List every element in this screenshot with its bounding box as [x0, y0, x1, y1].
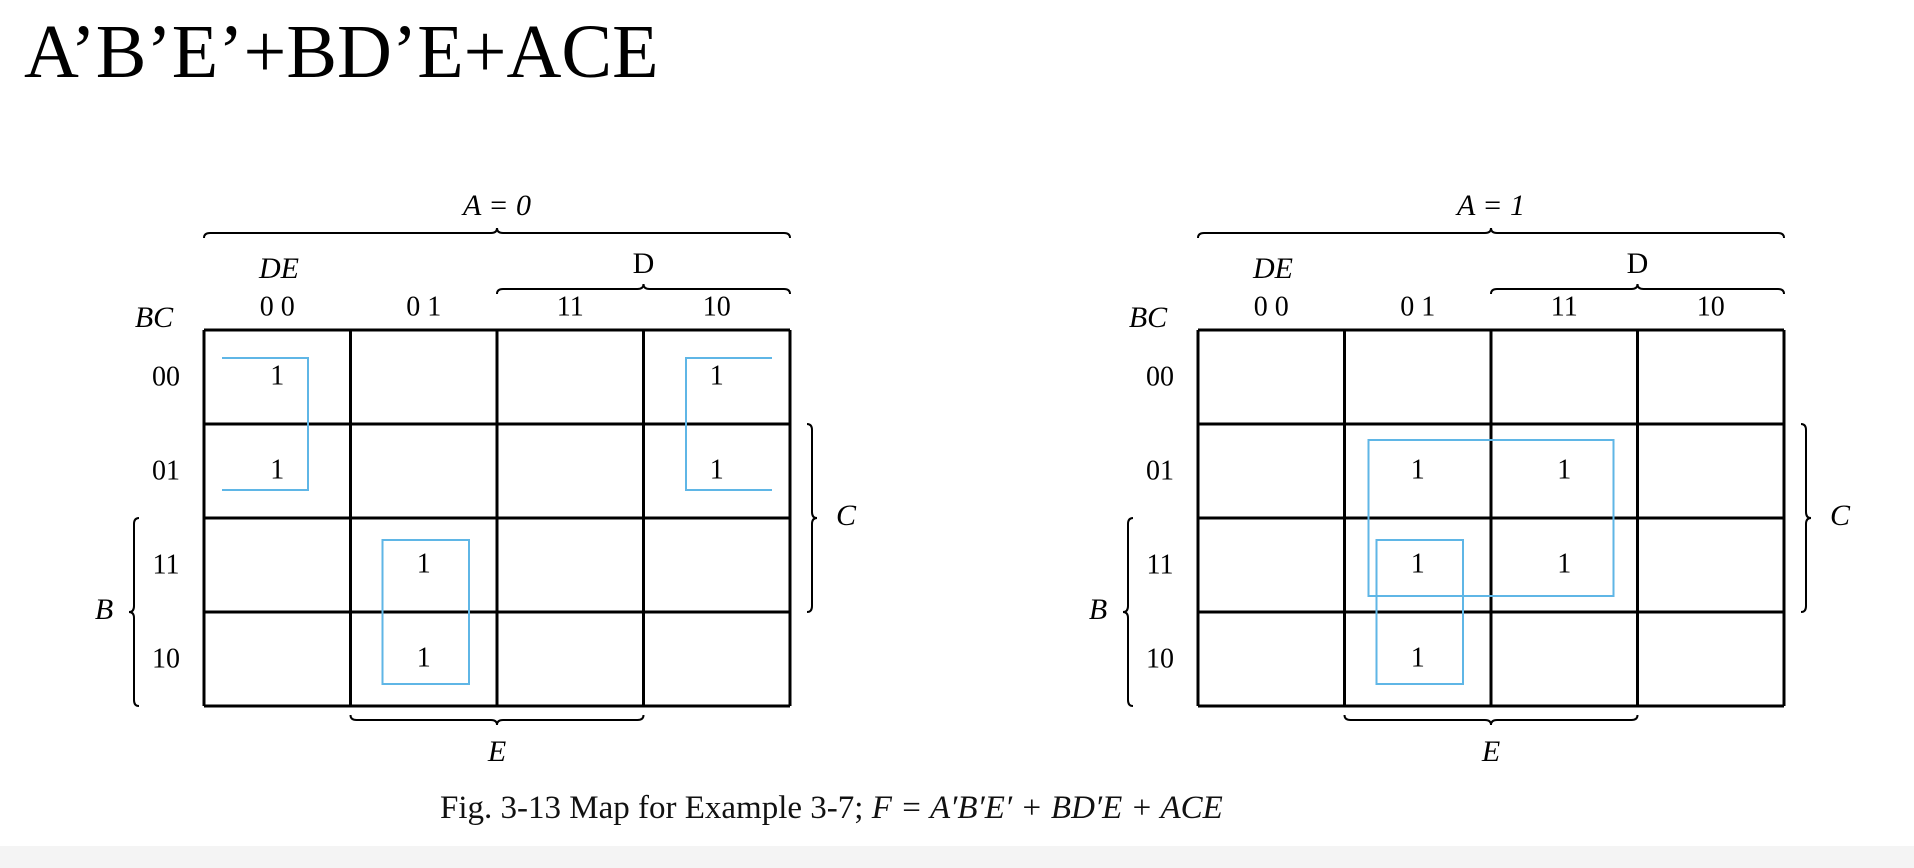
row-header-bc: BC	[135, 301, 174, 334]
map-title: A = 1	[1455, 189, 1525, 222]
group-loop	[1375, 539, 1464, 685]
page-title: A’B’E’+BD’E+ACE	[24, 10, 659, 94]
row-label: 00	[152, 361, 180, 392]
col-label: 0 0	[1254, 291, 1289, 322]
row-label: 10	[152, 643, 180, 674]
group-loop	[381, 539, 470, 685]
col-label: 0 1	[406, 291, 441, 322]
row-label: 11	[1147, 549, 1174, 580]
title-brace	[1197, 227, 1785, 239]
col-label: 11	[1551, 291, 1578, 322]
label-e: E	[487, 735, 506, 768]
cell-one: 1	[417, 548, 431, 579]
cell-one: 1	[1411, 548, 1425, 579]
label-e: E	[1481, 735, 1500, 768]
group-loop	[685, 357, 772, 491]
row-label: 11	[153, 549, 180, 580]
cell-one: 1	[1411, 642, 1425, 673]
col-header-de: DE	[1252, 252, 1293, 285]
col-label: 0 0	[260, 291, 295, 322]
caption-formula: F = A′B′E′ + BD′E + ACE	[871, 790, 1223, 826]
label-b: B	[1089, 593, 1107, 626]
row-label: 01	[152, 455, 180, 486]
c-brace	[806, 423, 818, 613]
e-brace	[349, 714, 645, 726]
title-brace	[203, 227, 791, 239]
cell-one: 1	[710, 454, 724, 485]
cell-one: 1	[1557, 548, 1571, 579]
row-header-bc: BC	[1129, 301, 1168, 334]
label-d: D	[633, 247, 655, 280]
label-d: D	[1627, 247, 1649, 280]
cell-one: 1	[710, 360, 724, 391]
cell-one: 1	[270, 454, 284, 485]
map-title: A = 0	[461, 189, 531, 222]
col-label: 0 1	[1400, 291, 1435, 322]
e-brace	[1343, 714, 1639, 726]
c-brace	[1800, 423, 1812, 613]
d-brace	[496, 283, 791, 295]
col-label: 11	[557, 291, 584, 322]
cell-one: 1	[1557, 454, 1571, 485]
cell-one: 1	[417, 642, 431, 673]
row-label: 01	[1146, 455, 1174, 486]
d-brace	[1490, 283, 1785, 295]
label-c: C	[836, 499, 857, 532]
col-label: 10	[703, 291, 731, 322]
b-brace	[128, 517, 140, 707]
group-loop	[1367, 439, 1615, 597]
cell-one: 1	[270, 360, 284, 391]
row-label: 10	[1146, 643, 1174, 674]
caption-prefix: Fig. 3-13 Map for Example 3-7;	[440, 790, 872, 826]
figure-caption: Fig. 3-13 Map for Example 3-7; F = A′B′E…	[440, 790, 1223, 827]
label-b: B	[95, 593, 113, 626]
group-loop	[222, 357, 309, 491]
b-brace	[1122, 517, 1134, 707]
bottom-band	[0, 846, 1914, 868]
label-c: C	[1830, 499, 1851, 532]
row-label: 00	[1146, 361, 1174, 392]
col-label: 10	[1697, 291, 1725, 322]
col-header-de: DE	[258, 252, 299, 285]
cell-one: 1	[1411, 454, 1425, 485]
